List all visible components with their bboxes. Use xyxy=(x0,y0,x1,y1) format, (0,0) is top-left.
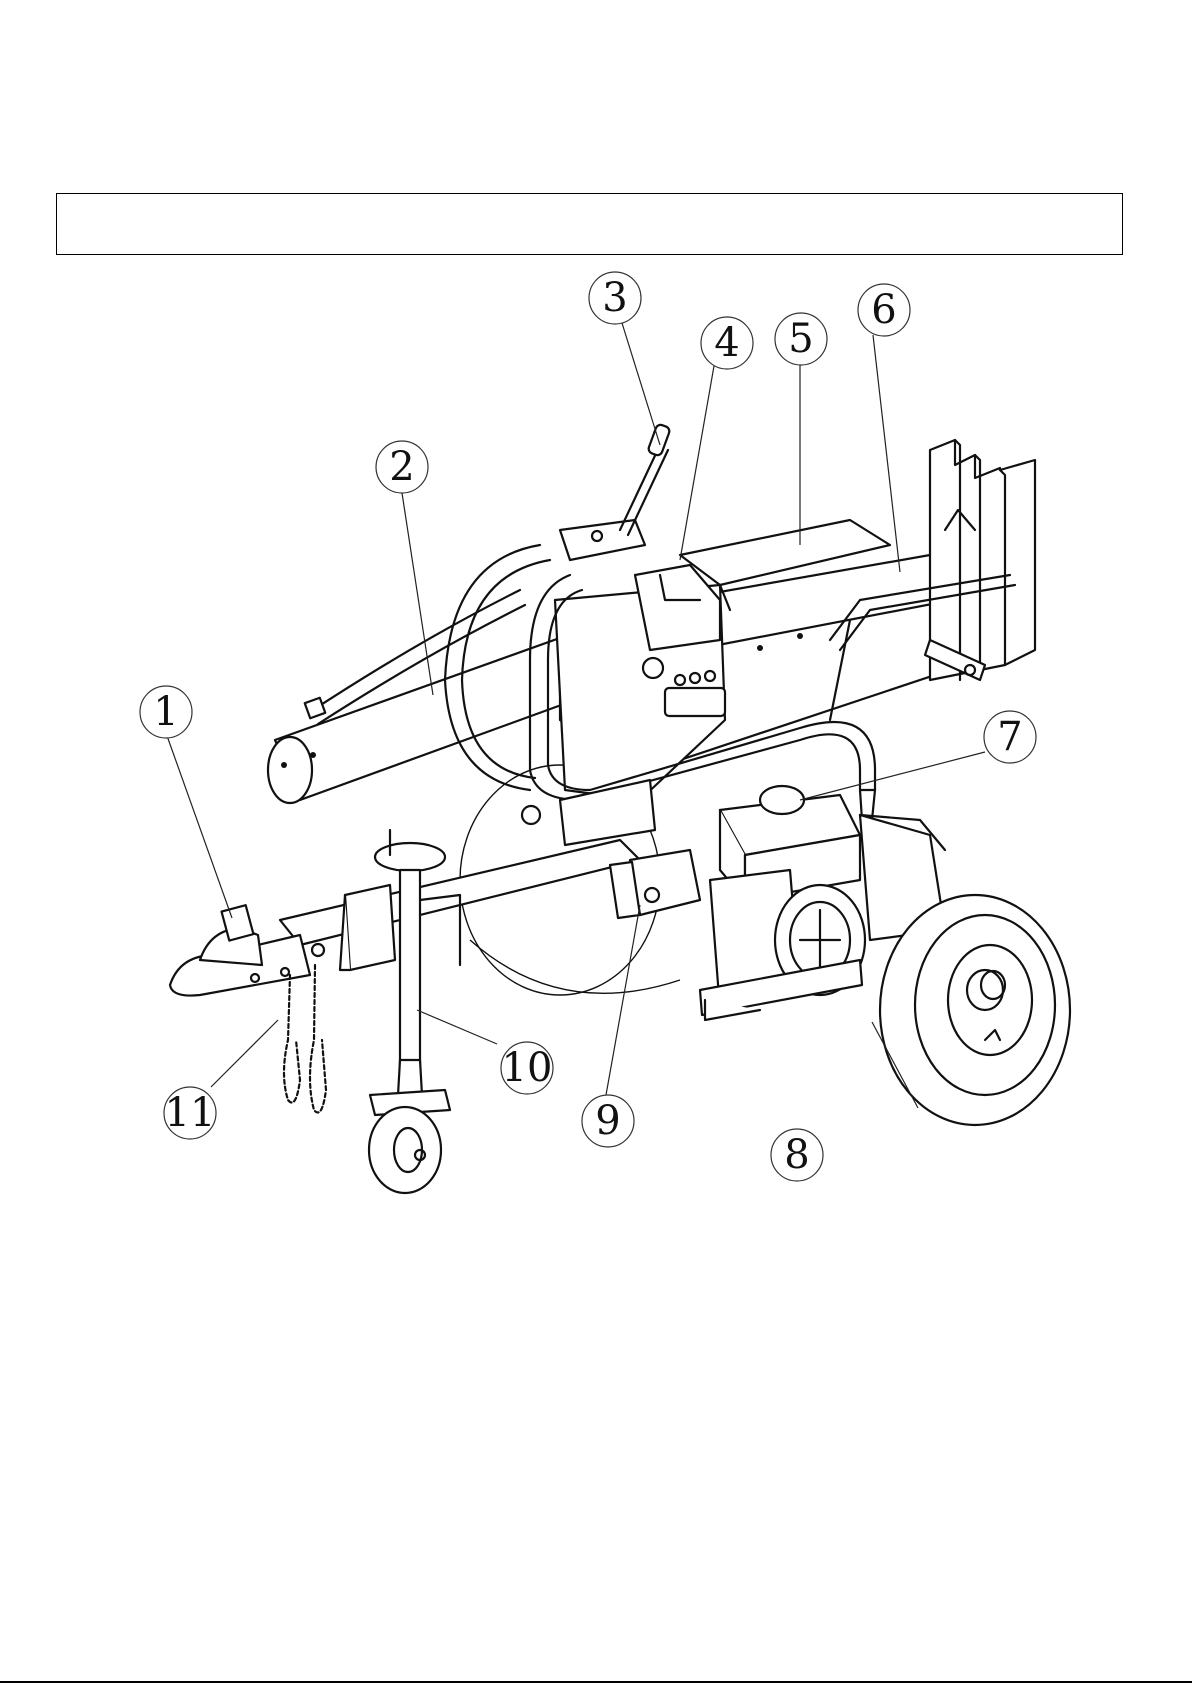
callout-6-label: 6 xyxy=(871,287,896,333)
callout-11: 11 xyxy=(164,1087,216,1139)
callout-3-label: 3 xyxy=(602,275,627,321)
callout-3: 3 xyxy=(589,272,641,324)
callout-9-label: 9 xyxy=(595,1098,620,1144)
callout-4: 4 xyxy=(701,317,753,369)
callout-11-label: 11 xyxy=(165,1090,216,1136)
callout-5: 5 xyxy=(775,313,827,365)
callout-4-label: 4 xyxy=(714,320,739,366)
callout-5-label: 5 xyxy=(788,316,813,362)
push-block xyxy=(555,565,725,800)
callout-2: 2 xyxy=(376,441,428,493)
control-valve xyxy=(560,424,671,560)
engine xyxy=(700,786,865,1020)
frame-tongue xyxy=(280,780,655,960)
callout-1: 1 xyxy=(140,686,192,738)
callout-2-label: 2 xyxy=(389,444,414,490)
callout-6: 6 xyxy=(858,284,910,336)
callout-8-label: 8 xyxy=(784,1132,809,1178)
callout-8: 8 xyxy=(771,1129,823,1181)
callout-10-label: 10 xyxy=(502,1045,553,1091)
callout-7: 7 xyxy=(984,711,1036,763)
callout-9: 9 xyxy=(582,1095,634,1147)
bottom-rule xyxy=(0,1681,1192,1683)
callout-7-label: 7 xyxy=(997,714,1022,760)
wedge-end-plate xyxy=(930,440,1035,680)
callout-1-label: 1 xyxy=(153,689,178,735)
callout-10: 10 xyxy=(501,1042,553,1094)
